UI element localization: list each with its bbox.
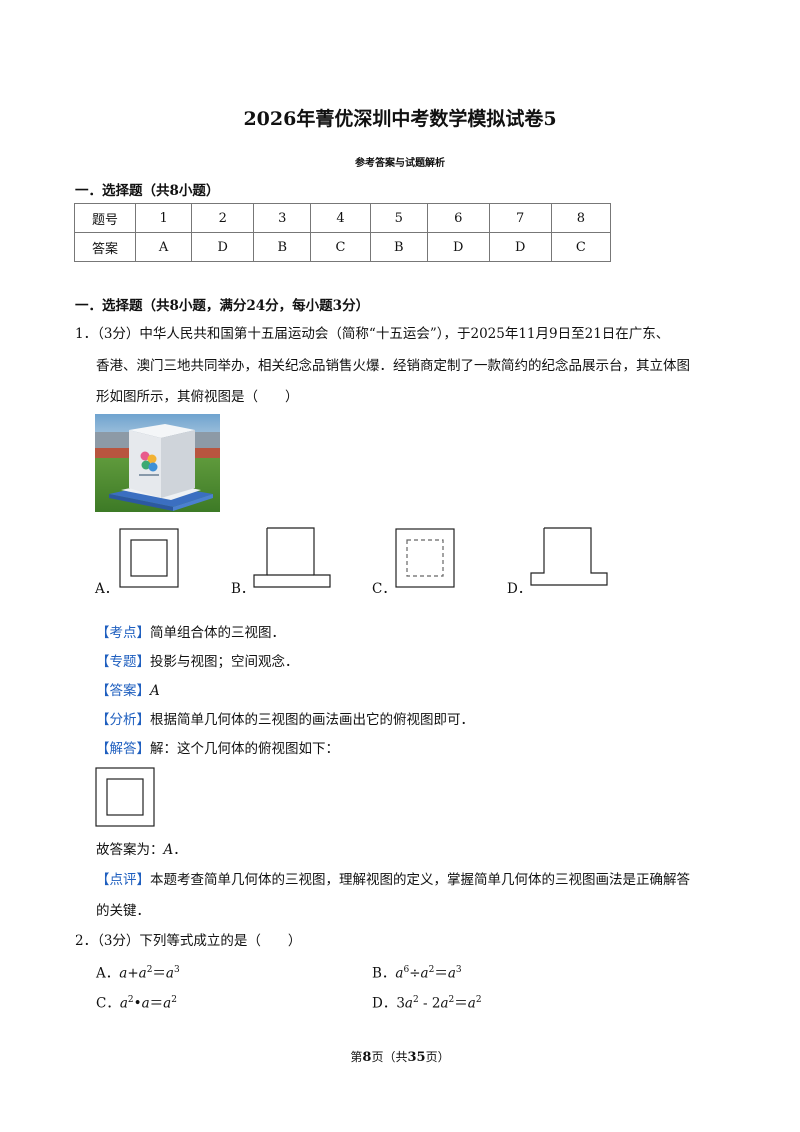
answer-value: A xyxy=(150,683,160,699)
table-row: 答案 A D B C B D D C xyxy=(74,232,612,262)
option-c-label: C． xyxy=(372,581,396,597)
option-d-label: D． xyxy=(507,581,532,597)
footer-middle: 页（共 xyxy=(371,1050,408,1064)
table-cell: 4 xyxy=(310,203,371,233)
table-cell: 6 xyxy=(426,203,490,233)
zhuanti-text: 投影与视图；空间观念． xyxy=(150,654,299,670)
page-title: 2026年菁优深圳中考数学模拟试卷5 xyxy=(243,108,557,130)
dianping-line-1: 【点评】本题考查简单几何体的三视图，理解视图的定义，掌握简单几何体的三视图画法是… xyxy=(96,870,690,890)
dianping-text-1: 本题考查简单几何体的三视图，理解视图的定义，掌握简单几何体的三视图画法是正确解答 xyxy=(150,872,690,888)
page-footer: 第8页（共35页） xyxy=(0,1048,800,1065)
q2-option-d: D．3a2 - 2a2＝a2 xyxy=(372,995,482,1012)
conclusion-value: A xyxy=(163,842,174,858)
kaodian-text: 简单组合体的三视图． xyxy=(150,625,285,641)
option-d-figure xyxy=(530,527,608,586)
option-c-figure xyxy=(395,528,455,588)
option-a-label: A． xyxy=(95,581,119,597)
q2-option-a: A．a+a2＝a3 xyxy=(96,965,180,982)
jieda-tag: 【解答】 xyxy=(96,741,150,757)
question-1-line-3: 形如图所示，其俯视图是（ ） xyxy=(96,389,299,405)
jieda-line: 【解答】解：这个几何体的俯视图如下： xyxy=(96,739,339,759)
table-cell: 答案 xyxy=(74,232,136,262)
section-heading-2: 一．选择题（共8小题，满分24分，每小题3分） xyxy=(75,298,370,314)
table-cell: A xyxy=(134,232,193,262)
question-1-line-1: 1．（3分）中华人民共和国第十五届运动会（简称“十五运会”），于2025年11月… xyxy=(75,326,670,342)
q2-option-c-label: C． xyxy=(96,995,120,1012)
table-cell: 8 xyxy=(550,203,612,233)
display-stand-photo xyxy=(95,414,220,512)
page-subtitle: 参考答案与试题解析 xyxy=(355,158,445,169)
table-cell: D xyxy=(191,232,255,262)
fenxi-text: 根据简单几何体的三视图的画法画出它的俯视图即可． xyxy=(150,712,474,728)
answer-table: 题号 1 2 3 4 5 6 7 8 答案 A D B C B D D C xyxy=(74,203,612,262)
table-cell: D xyxy=(488,232,552,262)
table-cell: 题号 xyxy=(74,203,136,233)
conclusion-line: 故答案为：A． xyxy=(96,840,187,860)
dianping-tag: 【点评】 xyxy=(96,872,150,888)
kaodian-tag: 【考点】 xyxy=(96,625,150,641)
jieda-text: 解：这个几何体的俯视图如下： xyxy=(150,741,339,757)
table-cell: 2 xyxy=(191,203,255,233)
option-b-label: B． xyxy=(231,581,255,597)
fenxi-line: 【分析】根据简单几何体的三视图的画法画出它的俯视图即可． xyxy=(96,710,474,730)
q2-option-c: C．a2•a＝a2 xyxy=(96,995,177,1012)
conclusion-prefix: 故答案为： xyxy=(96,842,164,858)
q2-option-d-label: D． xyxy=(372,995,397,1012)
dianping-line-2: 的关键． xyxy=(96,903,150,919)
option-b-figure xyxy=(253,527,331,588)
conclusion-suffix: ． xyxy=(173,842,187,858)
table-row: 题号 1 2 3 4 5 6 7 8 xyxy=(74,203,612,233)
fenxi-tag: 【分析】 xyxy=(96,712,150,728)
q2-option-a-label: A． xyxy=(96,965,120,982)
table-cell: 7 xyxy=(488,203,552,233)
table-cell: C xyxy=(310,232,371,262)
table-cell: C xyxy=(550,232,612,262)
question-1-line-2: 香港、澳门三地共同举办，相关纪念品销售火爆．经销商定制了一款简约的纪念品展示台，… xyxy=(96,358,690,374)
q2-option-b: B．a6÷a2＝a3 xyxy=(372,965,462,982)
table-cell: B xyxy=(369,232,428,262)
section-heading-1: 一．选择题（共8小题） xyxy=(75,183,220,199)
table-cell: 3 xyxy=(253,203,312,233)
answer-line: 【答案】A xyxy=(96,681,160,701)
footer-suffix: 页） xyxy=(425,1050,450,1064)
option-a-figure xyxy=(119,528,179,588)
table-cell: D xyxy=(426,232,490,262)
kaodian-line: 【考点】简单组合体的三视图． xyxy=(96,623,285,643)
table-cell: 1 xyxy=(134,203,193,233)
table-cell: B xyxy=(253,232,312,262)
q2-option-b-label: B． xyxy=(372,965,396,982)
zhuanti-line: 【专题】投影与视图；空间观念． xyxy=(96,652,299,672)
solution-figure xyxy=(95,767,155,827)
question-2-stem: 2．（3分）下列等式成立的是（ ） xyxy=(75,933,302,949)
footer-page-number: 8 xyxy=(362,1050,372,1065)
zhuanti-tag: 【专题】 xyxy=(96,654,150,670)
footer-total-pages: 35 xyxy=(407,1050,426,1065)
answer-tag: 【答案】 xyxy=(96,683,150,699)
table-cell: 5 xyxy=(369,203,428,233)
footer-prefix: 第 xyxy=(350,1050,363,1064)
